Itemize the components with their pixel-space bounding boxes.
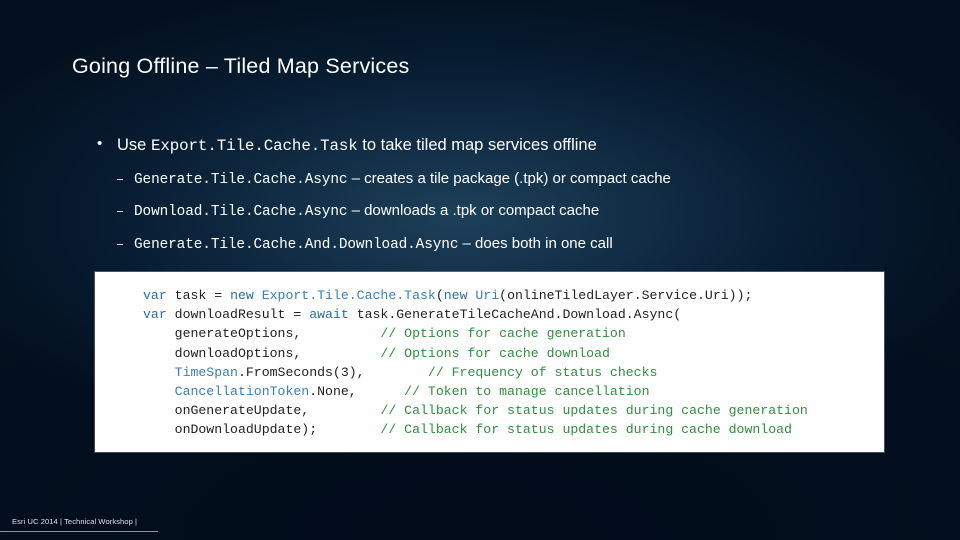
- footer-text: Esri UC 2014 | Technical Workshop |: [12, 517, 138, 526]
- bullet-item-2: Generate.Tile.Cache.Async – creates a ti…: [95, 170, 895, 189]
- bullet-4-suffix: – does both in one call: [458, 234, 613, 252]
- code-line-6: CancellationToken.None, // Token to mana…: [174, 384, 650, 400]
- code-line-4: downloadOptions, // Options for cache do…: [143, 345, 610, 361]
- bullet-item-1: Use Export.Tile.Cache.Task to take tiled…: [95, 135, 895, 156]
- bullet-3-suffix: – downloads a .tpk or compact cache: [347, 202, 600, 220]
- code-line-1: var task = new Export.Tile.Cache.Task(ne…: [143, 288, 753, 303]
- bullet-list: Use Export.Tile.Cache.Task to take tiled…: [95, 135, 895, 267]
- code-snippet-box: var task = new Export.Tile.Cache.Task(ne…: [95, 272, 884, 452]
- code-line-2: var downloadResult = await task.Generate…: [143, 307, 682, 323]
- footer-divider: [0, 531, 158, 532]
- bullet-1-suffix: to take tiled map services offline: [357, 136, 597, 154]
- code-block: var task = new Export.Tile.Cache.Task(ne…: [143, 286, 808, 440]
- bullet-2-suffix: – creates a tile package (.tpk) or compa…: [347, 170, 671, 187]
- code-line-5: TimeSpan.FromSeconds(3), // Frequency of…: [174, 364, 658, 380]
- page-title: Going Offline – Tiled Map Services: [72, 54, 410, 78]
- bullet-4-code: Generate.Tile.Cache.And.Download.Async: [134, 236, 459, 253]
- bullet-2-code: Generate.Tile.Cache.Async: [134, 172, 348, 188]
- code-line-3: generateOptions, // Options for cache ge…: [143, 326, 626, 342]
- bullet-1-prefix: Use: [117, 136, 151, 154]
- code-line-7: onGenerateUpdate, // Callback for status…: [143, 403, 808, 419]
- bullet-item-4: Generate.Tile.Cache.And.Download.Async –…: [95, 235, 895, 254]
- bullet-item-3: Download.Tile.Cache.Async – downloads a …: [95, 202, 895, 221]
- code-line-8: onDownloadUpdate); // Callback for statu…: [143, 422, 792, 438]
- bullet-1-code: Export.Tile.Cache.Task: [150, 137, 358, 155]
- bullet-3-code: Download.Tile.Cache.Async: [134, 204, 348, 221]
